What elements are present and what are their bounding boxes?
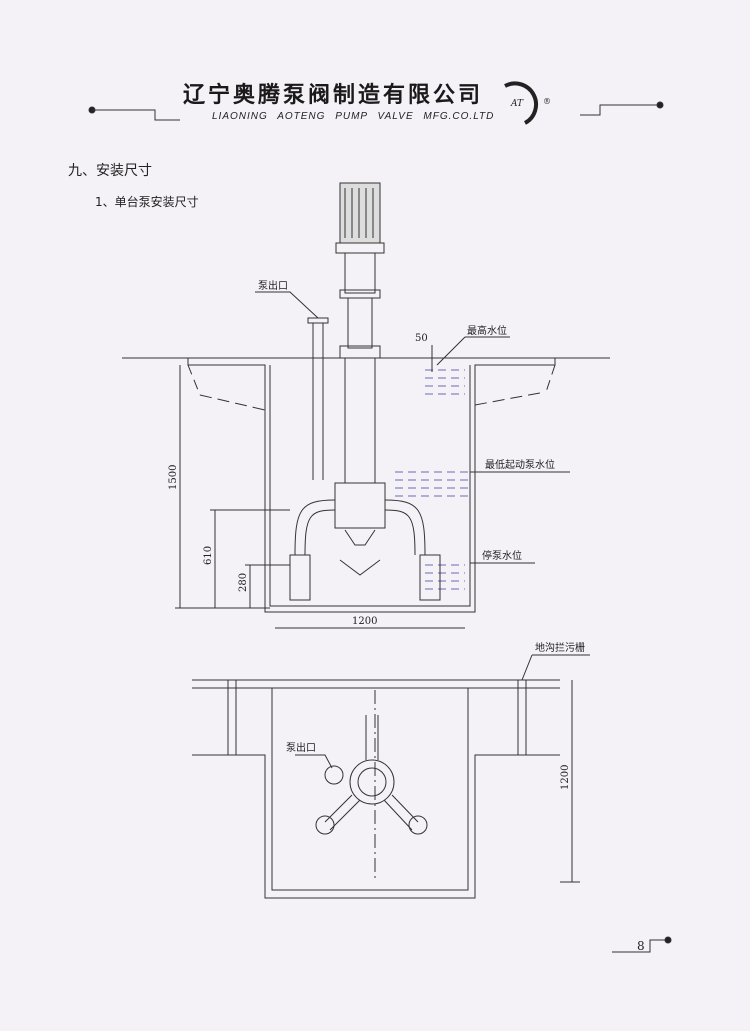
dim-stop: 280 [238, 573, 249, 592]
company-name-en: LIAONING AOTENG PUMP VALVE MFG.CO.LTD [212, 111, 495, 122]
dim-width: 1200 [352, 616, 377, 627]
section-subtitle: 1、单台泵安装尺寸 [95, 195, 199, 209]
min-start-level-label: 最低起动泵水位 [485, 458, 555, 471]
page-footer: 8 [612, 936, 672, 953]
dim-depth: 1500 [168, 465, 179, 490]
plan-dim-length: 1200 [560, 765, 571, 790]
registered-mark: ® [543, 97, 551, 106]
section-title: 九、安装尺寸 [68, 163, 152, 179]
pump-elevation: 1500 610 280 1200 50 泵出口 最高水位 最低起动泵水位 停泵… [122, 182, 610, 629]
plan-outlet-label: 泵出口 [286, 741, 316, 754]
company-logo: AT ® [504, 81, 551, 125]
stop-level-label: 停泵水位 [482, 549, 522, 562]
dim-start: 610 [203, 546, 214, 565]
company-name-cn: 辽宁奥腾泵阀制造有限公司 [183, 83, 484, 108]
max-level-label: 最高水位 [467, 324, 507, 337]
outlet-label: 泵出口 [258, 279, 288, 292]
page-number: 8 [637, 939, 645, 953]
header-rule [88, 101, 664, 121]
screen-label: 地沟拦污栅 [535, 641, 585, 654]
pump-plan: 泵出口 地沟拦污栅 1200 [192, 641, 590, 899]
freeboard-dim: 50 [415, 333, 428, 344]
logo-text: AT [510, 99, 524, 109]
